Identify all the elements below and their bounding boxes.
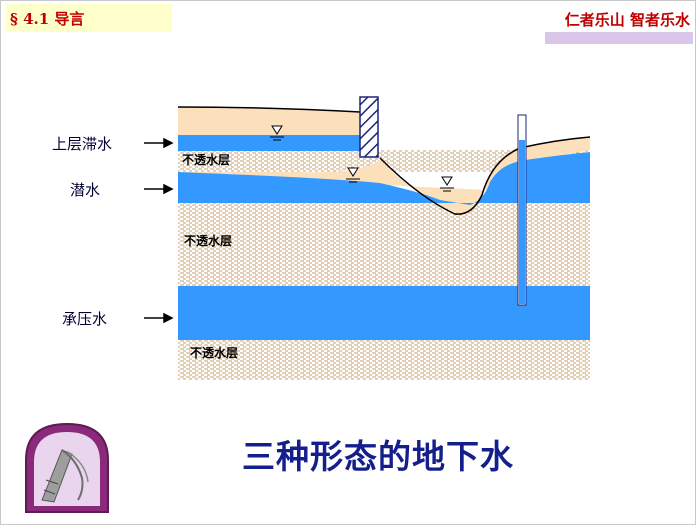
perched-water <box>178 135 360 151</box>
arrow-phreatic <box>144 183 174 195</box>
confined-water <box>178 286 590 340</box>
label-perched-water: 上层滞水 <box>52 135 113 153</box>
valley-outline <box>379 136 591 215</box>
impermeable-layer-middle <box>178 203 590 286</box>
section-header-bg <box>6 4 172 32</box>
motto-underline-bar <box>545 32 693 44</box>
arrow-perched <box>144 137 174 149</box>
label-impermeable-middle: 不透水层 <box>184 234 233 248</box>
well-water <box>519 140 525 304</box>
perched-surface-line <box>177 106 361 113</box>
label-confined-water: 承压水 <box>62 310 108 328</box>
hatched-wall <box>359 96 379 158</box>
phreatic-water <box>178 152 590 205</box>
label-impermeable-top: 不透水层 <box>182 153 231 167</box>
water-table-triangle-icon <box>440 176 454 192</box>
impermeable-layer-bottom <box>178 340 590 380</box>
perched-soil <box>178 107 360 135</box>
main-title: 三种形态的地下水 <box>242 437 514 476</box>
water-table-triangle-icon <box>346 167 360 183</box>
arrow-confined <box>144 312 174 324</box>
label-impermeable-bottom: 不透水层 <box>190 346 239 360</box>
water-table-triangle-icon <box>270 125 284 141</box>
section-title: § 4.1 导言 <box>10 10 85 28</box>
phreatic-soil <box>178 137 590 214</box>
motto-text: 仁者乐山 智者乐水 <box>564 11 690 29</box>
label-phreatic-water: 潜水 <box>70 181 101 199</box>
logo-emblem-icon <box>25 422 109 513</box>
